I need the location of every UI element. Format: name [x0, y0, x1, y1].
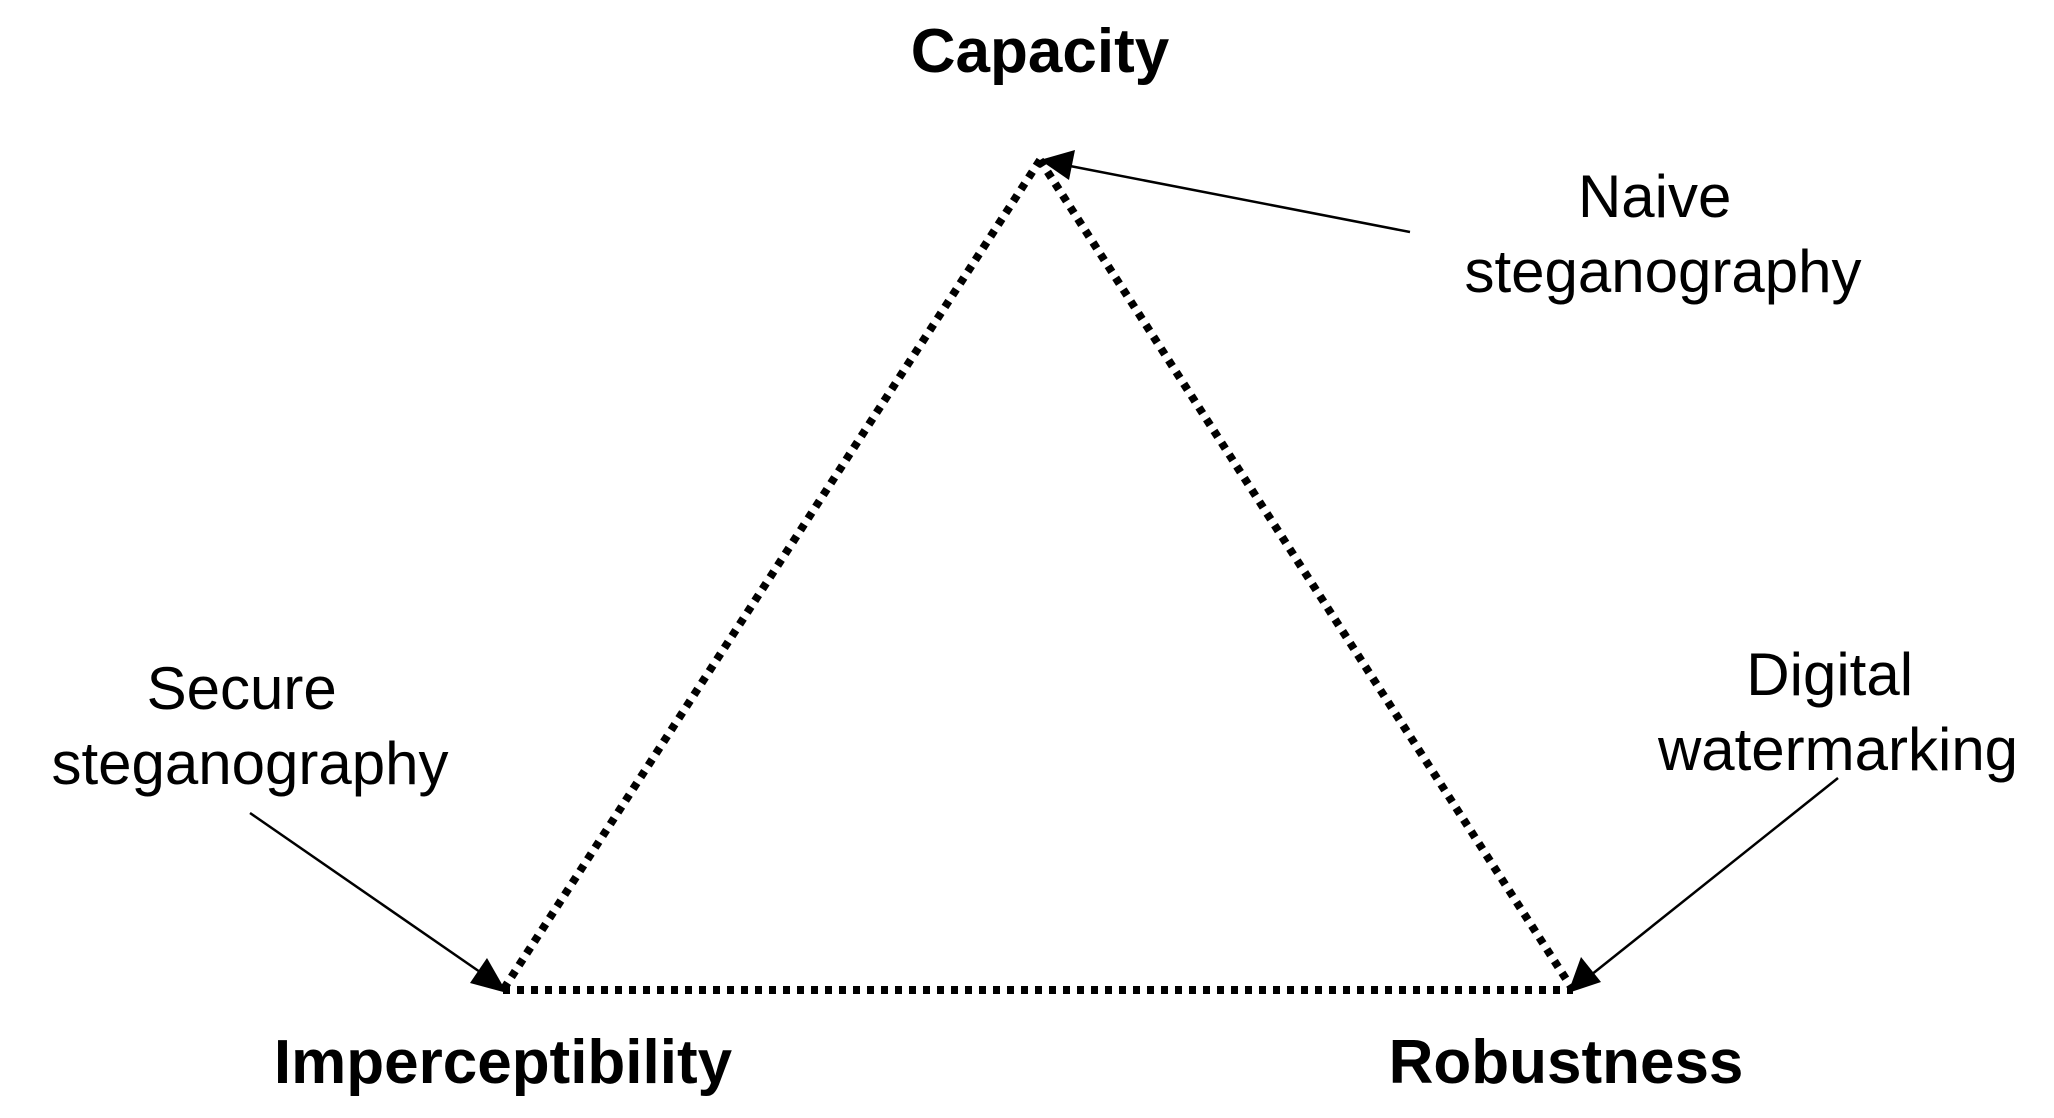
secure-steganography-arrowhead [470, 958, 507, 993]
secure-steganography-line-1: Secure [147, 655, 337, 722]
digital-watermarking-line-1: Digital [1746, 641, 1913, 708]
robustness-label: Robustness [1389, 1028, 1744, 1097]
digital-watermarking-arrowhead [1568, 957, 1601, 993]
secure-steganography-label: Secure steganography [52, 655, 449, 797]
naive-steganography-line-2: steganography [1465, 238, 1862, 305]
naive-steganography-arrowhead [1040, 150, 1075, 180]
digital-watermarking-label: Digital watermarking [1657, 641, 2018, 783]
edge-capacity-imperceptibility [499, 157, 1044, 993]
imperceptibility-label: Imperceptibility [274, 1028, 733, 1097]
secure-steganography-line-2: steganography [52, 730, 449, 797]
naive-steganography-label: Naive steganography [1465, 163, 1862, 305]
capacity-label: Capacity [911, 17, 1170, 86]
edge-capacity-robustness [1036, 157, 1577, 993]
digital-watermarking-line-2: watermarking [1657, 716, 2018, 783]
digital-watermarking-pointer [1590, 777, 1839, 976]
secure-steganography-pointer [249, 811, 481, 974]
naive-steganography-line-1: Naive [1578, 163, 1731, 230]
naive-steganography-pointer [1069, 164, 1411, 234]
